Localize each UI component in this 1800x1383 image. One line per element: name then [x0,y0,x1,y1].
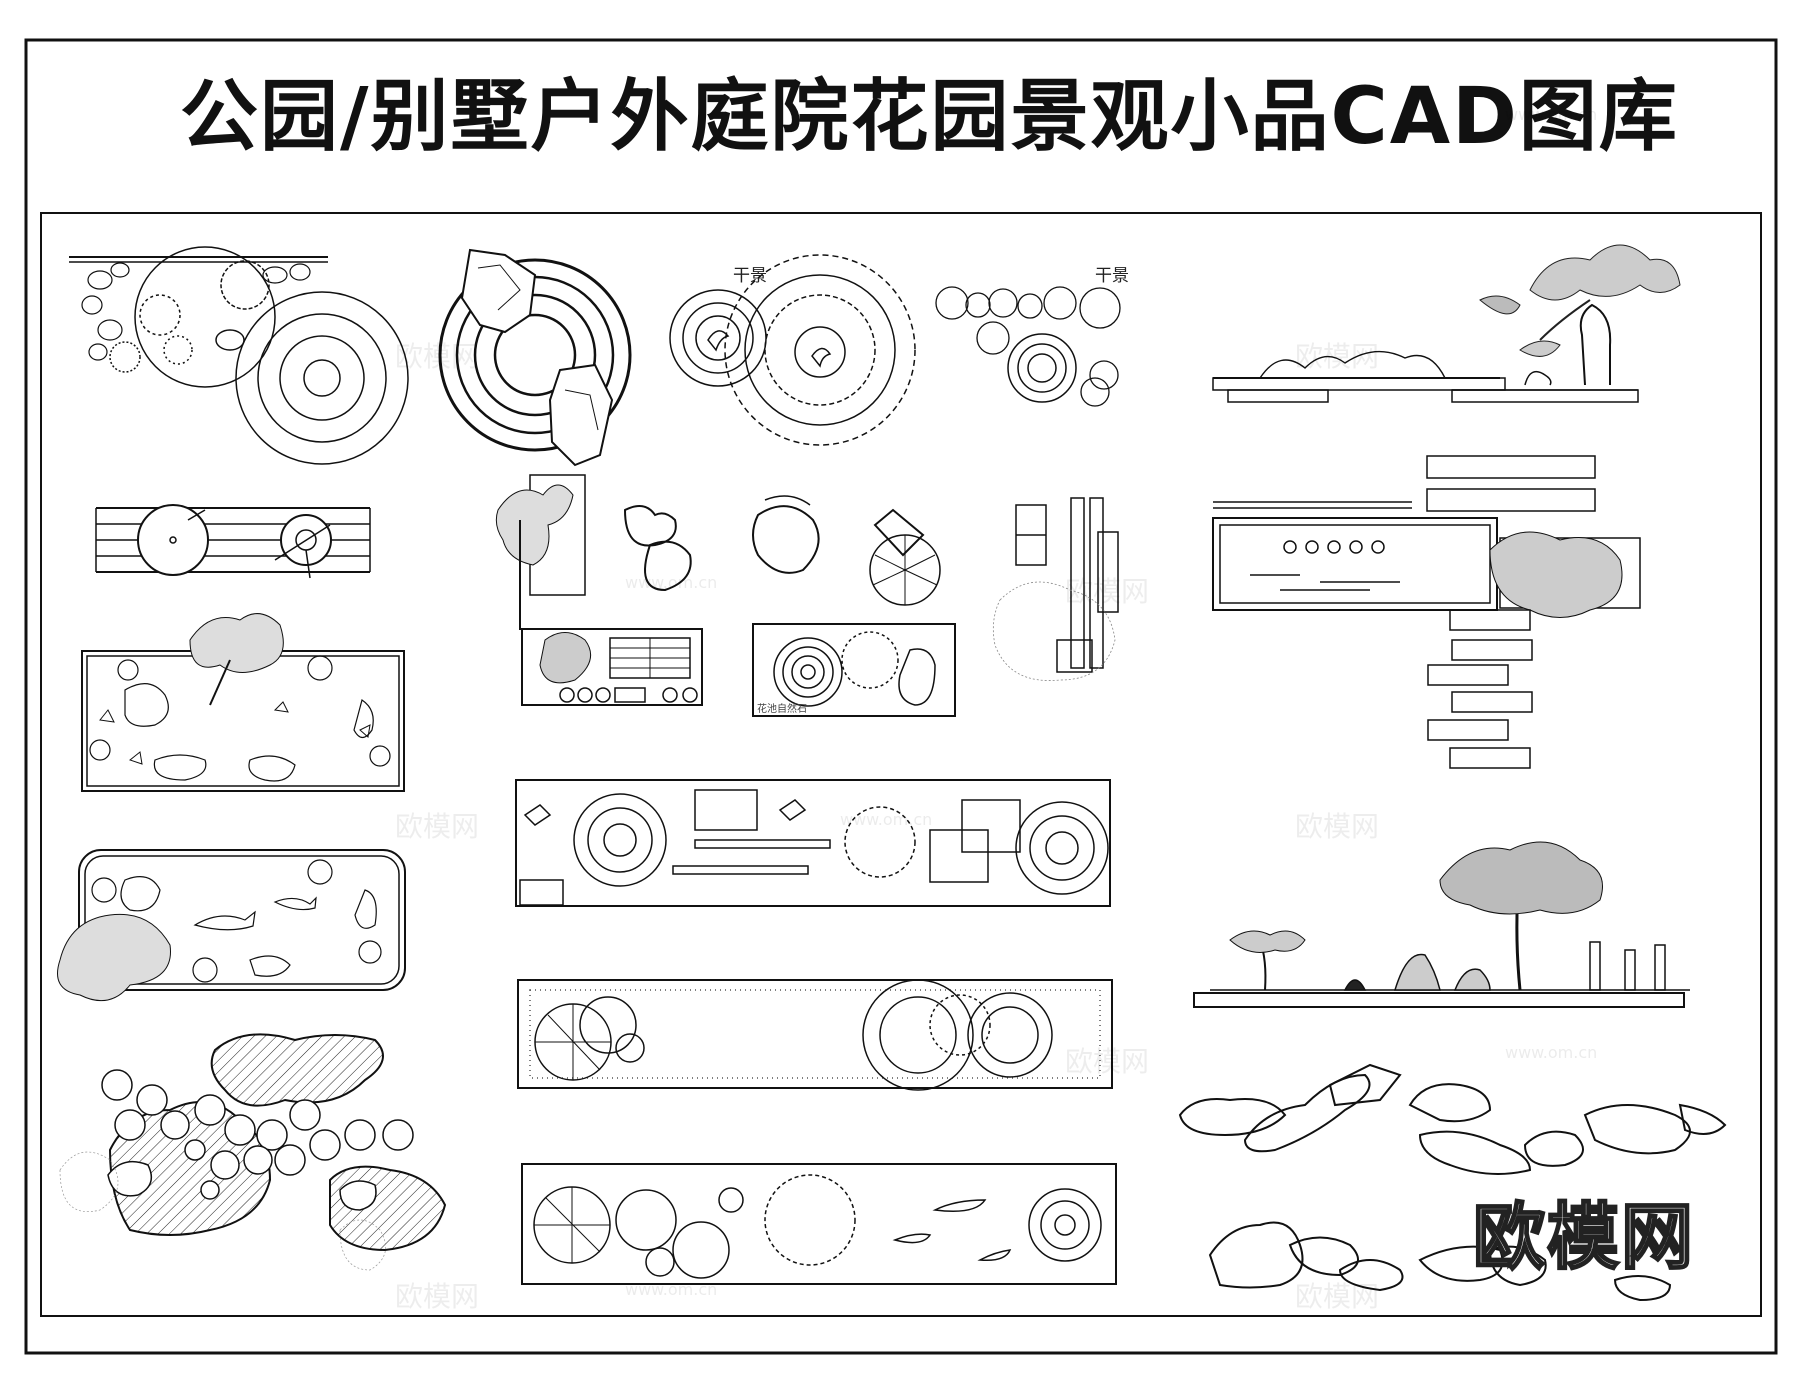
rock-stones-elevation [1178,1063,1727,1302]
flower-bed-plan [521,628,703,706]
gravel-strip-plan [517,979,1113,1091]
faint-watermark: 欧模网 [1065,1045,1150,1078]
faint-url: www.om.cn [840,810,933,829]
brand-watermark-logo: 欧模网 [1472,1194,1695,1281]
faint-watermark: 欧模网 [1295,340,1380,373]
planter-bars-plan [992,497,1119,681]
feature-wall-plan [1212,455,1641,769]
koi-pond-plan [57,849,406,1002]
faint-url: www.om.cn [1505,1043,1598,1062]
dry-scape-plan-1 [669,254,916,446]
garden-elevation [1193,841,1690,1008]
ring-and-rock-plan [438,248,632,467]
faint-watermark: 欧模网 [1065,575,1150,608]
inner-border [40,212,1762,1317]
rockery-tree-elevation [1212,244,1681,403]
faint-url: www.om.cn [625,1280,718,1299]
faint-watermark: 欧模网 [1295,810,1380,843]
rock-garden-plan [81,613,405,792]
faint-watermark: 欧模网 [395,1280,480,1313]
faint-url: www.om.cn [1505,105,1598,124]
dry-scape-plan-2 [935,286,1121,407]
flower-pond-plan [752,623,956,717]
flower-bed-note: 花池自然石 [757,702,807,715]
bench-plan [95,504,371,579]
faint-watermark: 欧模网 [1295,1280,1380,1313]
faint-watermark: 欧模网 [395,810,480,843]
drawing-title: 公园/别墅户外庭院花园景观小品CAD图库 [180,72,1679,162]
dry-scape-label-1: 干景 [733,266,767,286]
rock-clusters-plan [495,474,941,630]
dry-scape-label-2: 干景 [1095,266,1129,286]
round-lawn-plan [69,246,409,465]
canopy-strip-plan [521,1163,1117,1285]
outer-border [24,38,1778,1355]
stepping-pond-plan [101,1033,447,1252]
faint-watermark: 欧模网 [395,340,480,373]
faint-url: www.om.cn [625,573,718,592]
water-feature-strip-plan [515,779,1111,907]
